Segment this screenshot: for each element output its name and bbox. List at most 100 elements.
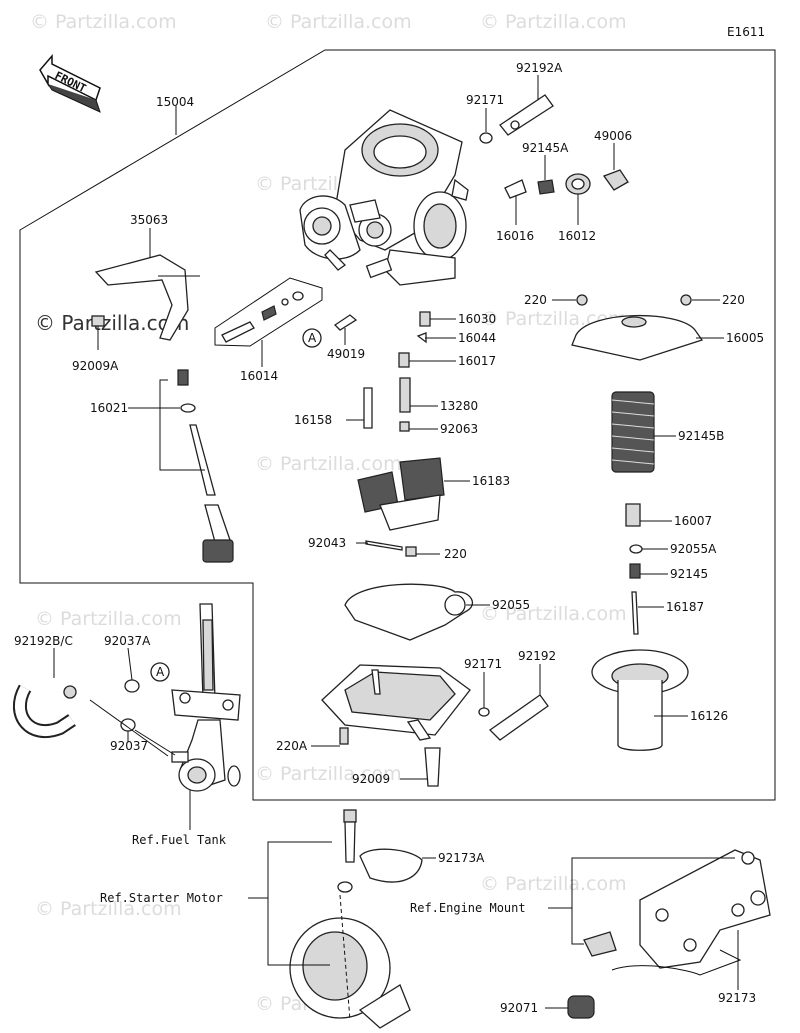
clip-92171 [479,132,493,144]
label-92043: 92043 [308,536,346,550]
leader-lines [53,75,739,1009]
watermark: © Partzilla.com [255,453,402,475]
label-16005: 16005 [726,331,764,345]
label-35063: 35063 [130,213,168,227]
clip-92171-bottom [478,707,490,717]
label-92055: 92055 [492,598,530,612]
bracket-92173A [359,848,423,883]
label-92009: 92009 [352,772,390,786]
label-16187: 16187 [666,600,704,614]
label-92145B: 92145B [678,429,724,443]
label-16183: 16183 [472,474,510,488]
diaphragm-16126 [591,649,689,751]
label-16016: 16016 [496,229,534,243]
watermark: © Partzilla.com [265,11,412,33]
needle-16014 [214,277,323,347]
label-220-mid: 220 [444,547,467,561]
oring-16044 [416,332,427,344]
label-92145: 92145 [670,567,708,581]
label-15004: 15004 [156,95,194,109]
front-arrow-icon: FRONT [39,53,101,113]
label-92071: 92071 [500,1001,538,1015]
jet-92063 [399,421,410,432]
diagram-code: E1611 [727,25,765,39]
label-92192BC: 92192B/C [14,634,73,648]
label-49006: 49006 [594,129,632,143]
hose-92192A [499,94,554,136]
label-16007: 16007 [674,514,712,528]
needle-16187 [631,591,639,635]
watermark: © Partzilla.com [35,608,182,630]
label-92037: 92037 [110,739,148,753]
float-16183 [357,457,445,531]
screw-92009A [91,315,105,340]
label-92192: 92192 [518,649,556,663]
screw-220A [339,727,349,745]
part-labels: 15004 92192A 92171 92145A 49006 16016 16… [14,61,764,1015]
label-92171-top: 92171 [466,93,504,107]
throttle-stop-16021 [177,369,234,563]
label-92171-bottom: 92171 [464,657,502,671]
callout-a-bottom: A [150,662,170,682]
cap-16012 [565,173,591,195]
label-220-right: 220 [722,293,745,307]
engine-mount [567,849,771,1019]
label-220A: 220A [276,739,308,753]
callout-marker: A [308,331,317,345]
screw-220-mid [405,546,417,557]
clip-92037 [120,718,136,732]
assembly-boundary [19,49,776,801]
jet-16030 [419,311,431,327]
watermark: © Partzilla.com [255,763,402,785]
hose-92192 [488,694,549,741]
label-92145A: 92145A [522,141,569,155]
label-16044: 16044 [458,331,496,345]
label-16030: 16030 [458,312,496,326]
pin-92043 [365,540,403,551]
watermark: © Partzilla.com [480,603,627,625]
label-16126: 16126 [690,709,728,723]
label-92009A: 92009A [72,359,119,373]
watermark: © Partzilla.com [480,11,627,33]
watermark: © Partzilla.com [480,873,627,895]
label-16014: 16014 [240,369,278,383]
callout-a-top: A [302,328,322,348]
label-220-left: 220 [524,293,547,307]
starter-bolt [343,809,357,863]
screw-49019 [333,314,358,331]
label-16158: 16158 [294,413,332,427]
oring-92055A [629,544,643,554]
ref-engine-mount: Ref.Engine Mount [410,901,526,915]
callout-marker: A [156,665,165,679]
top-cover-16005 [571,294,704,361]
label-16017: 16017 [458,354,496,368]
carburetor-body [299,109,469,286]
reference-labels: Ref.Fuel Tank Ref.Starter Motor Ref.Engi… [100,833,526,915]
clip-92037A [124,679,140,693]
label-49019: 49019 [327,347,365,361]
ref-fuel-tank: Ref.Fuel Tank [132,833,227,847]
jet-16017 [398,352,410,368]
holder-13280 [399,377,411,413]
needle-jet-16158 [363,387,373,429]
gasket-92055 [344,583,474,641]
watermark-layer: © Partzilla.com © Partzilla.com © Partzi… [30,11,627,1015]
label-92063: 92063 [440,422,478,436]
spring-92145A [537,179,555,195]
cap-49006 [602,169,629,191]
label-92173A: 92173A [438,851,485,865]
ref-starter-motor: Ref.Starter Motor [100,891,223,905]
float-bowl [321,664,471,741]
label-92037A: 92037A [104,634,151,648]
label-92173: 92173 [718,991,756,1005]
fitting-16016 [504,179,527,199]
holder-16007 [625,503,641,527]
label-13280: 13280 [440,399,478,413]
label-92192A: 92192A [516,61,563,75]
label-92055A: 92055A [670,542,717,556]
label-16021: 16021 [90,401,128,415]
label-16012: 16012 [558,229,596,243]
screw-92009 [424,747,441,787]
starter-housing [289,917,411,1029]
